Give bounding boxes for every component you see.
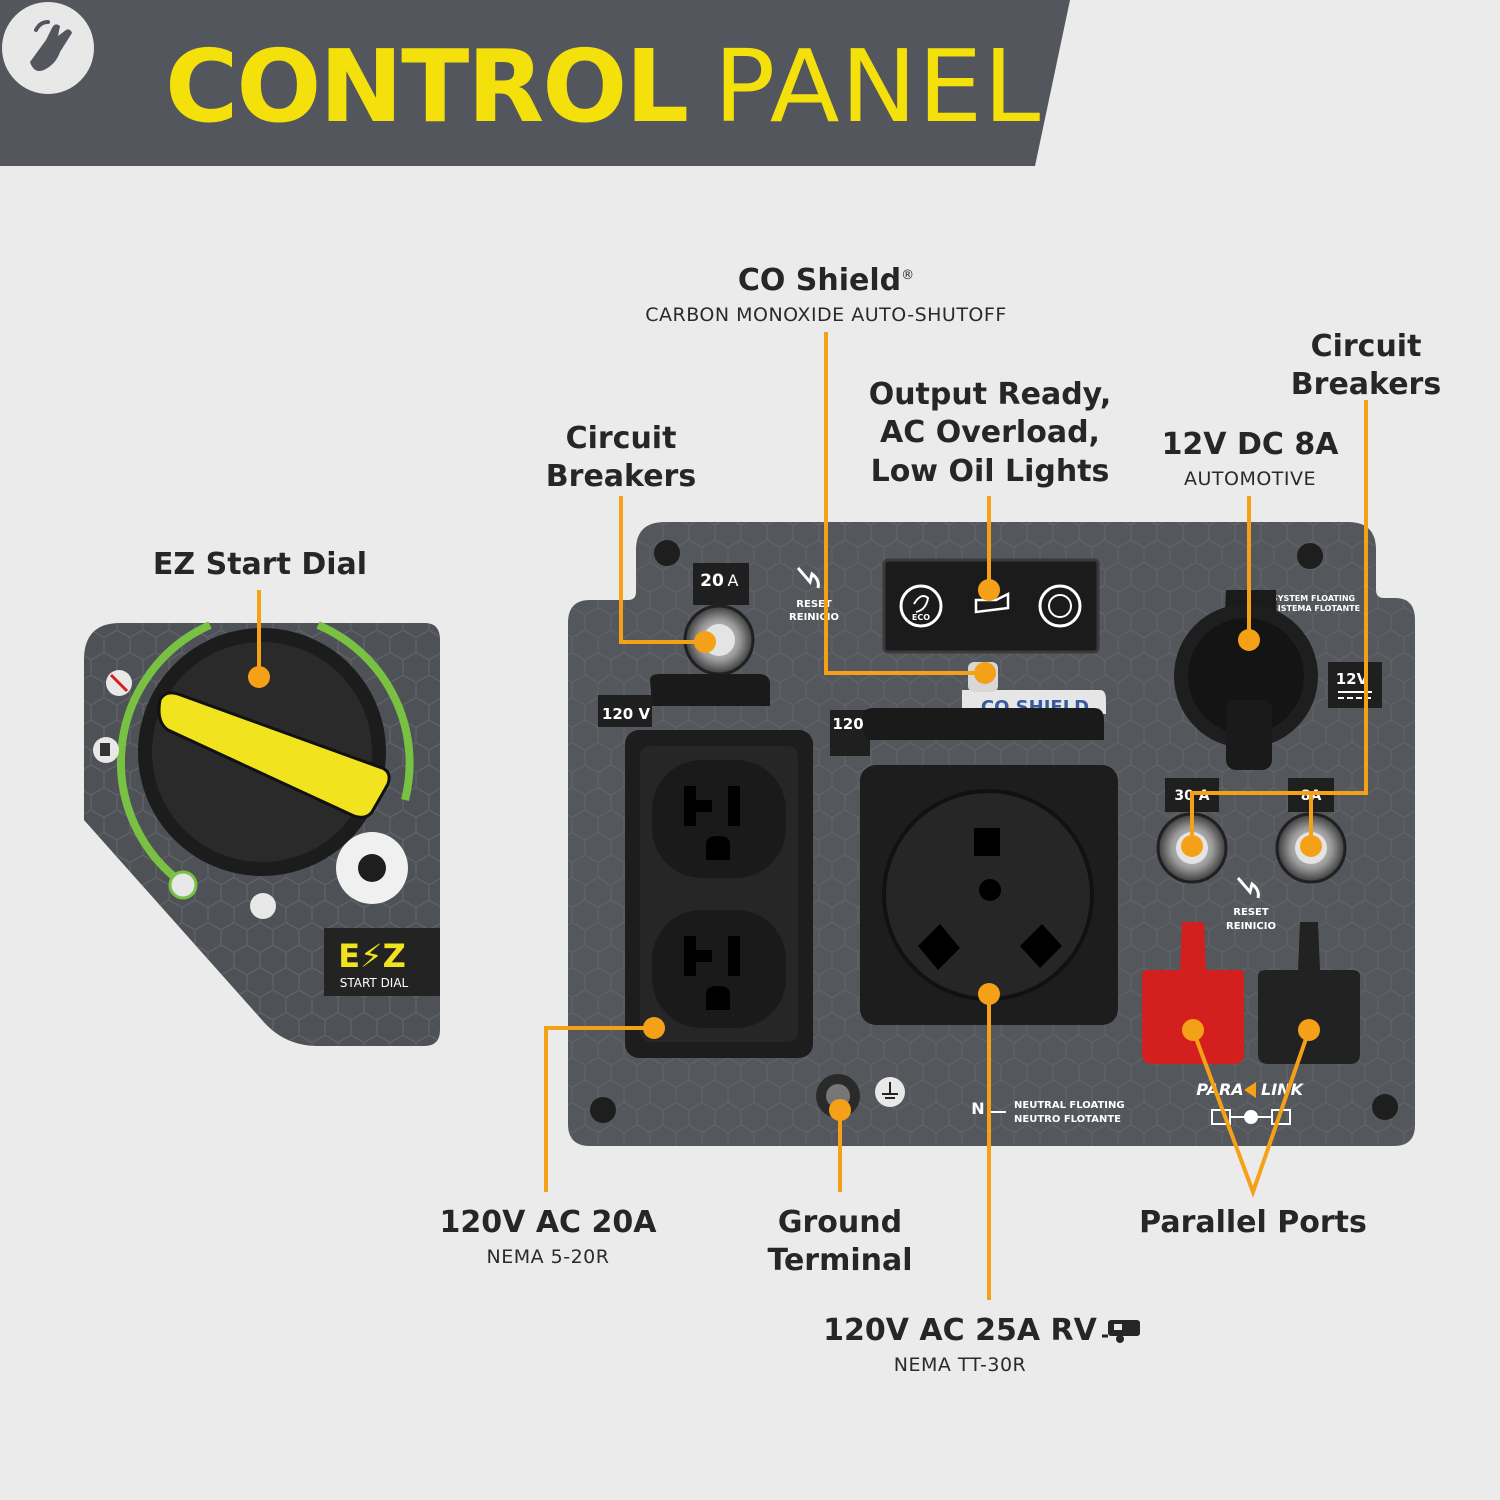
callout-lights-line2: AC Overload, <box>880 415 1100 451</box>
callout-circuit-left-line1: Circuit <box>565 421 677 456</box>
ez-start-panel: E⚡Z START DIAL <box>84 621 440 1046</box>
reset-label-left: RESET <box>796 599 832 610</box>
neutral-floating-label: NEUTRAL FLOATING <box>1014 1100 1125 1111</box>
callout-ground-line1: Ground <box>777 1205 903 1240</box>
callout-lights-line3: Low Oil Lights <box>870 453 1110 489</box>
header-band: CONTROL PANEL <box>0 0 1500 170</box>
callout-rv-sub: NEMA TT-30R <box>893 1354 1027 1377</box>
callout-12v-dc: 12V DC 8A AUTOMOTIVE <box>1140 426 1360 491</box>
neutro-flotante-label: NEUTRO FLOTANTE <box>1014 1114 1121 1125</box>
leader-dots <box>248 579 1322 1121</box>
v120-mid-label: 120 <box>832 715 863 733</box>
rv-camper-icon <box>1102 1320 1140 1343</box>
receptacle-bottom[interactable] <box>652 910 786 1028</box>
callout-ez-start-title: EZ Start Dial <box>152 547 368 582</box>
reset-hand-icon <box>796 567 820 589</box>
callout-co-shield-sub: CARBON MONOXIDE AUTO-SHUTOFF <box>645 304 1007 327</box>
main-panel: 20 A RESET REINICIO ECO CO SHIELD 120 V <box>568 522 1415 1146</box>
reinicio-label-left: REINICIO <box>789 612 839 623</box>
callout-co-shield: CO Shield® CARBON MONOXIDE AUTO-SHUTOFF <box>606 262 1046 327</box>
callout-dc-title: 12V DC 8A <box>1161 427 1339 462</box>
rv-outlet-cover[interactable] <box>862 708 1104 740</box>
start-icon <box>168 870 198 900</box>
neutral-n-mark: N <box>971 1099 984 1118</box>
callout-ez-start-dial: EZ Start Dial <box>140 546 380 584</box>
sistema-flotante-label: SISTEMA FLOTANTE <box>1272 604 1360 613</box>
breaker-20a-label: 20 <box>700 571 724 591</box>
overload-light-icon <box>1038 584 1082 628</box>
page-title: CONTROL PANEL <box>165 28 1042 145</box>
title-light: PANEL <box>713 28 1042 145</box>
dial-handle[interactable] <box>157 691 391 819</box>
run-icon <box>250 893 276 919</box>
callout-ground-line2: Terminal <box>767 1243 913 1279</box>
callout-ac20-sub: NEMA 5-20R <box>486 1246 610 1269</box>
callout-circuit-breakers-right: Circuit Breakers <box>1266 328 1466 405</box>
v12-label: 12V <box>1336 670 1369 688</box>
callout-indicator-lights: Output Ready, AC Overload, Low Oil Light… <box>850 376 1130 491</box>
outlet-cover[interactable] <box>650 674 770 706</box>
callout-circuit-right-line2: Breakers <box>1290 367 1442 403</box>
screw-icon <box>358 854 386 882</box>
callout-120v-20a: 120V AC 20A NEMA 5-20R <box>428 1204 668 1269</box>
hand-touch-icon <box>2 2 94 94</box>
ez-logo-sub: START DIAL <box>340 976 409 990</box>
callout-circuit-right-line1: Circuit <box>1310 329 1422 364</box>
ez-logo-text: E⚡Z <box>338 937 406 975</box>
paralink-right: LINK <box>1261 1080 1305 1099</box>
parallel-port-red[interactable] <box>1142 922 1244 1064</box>
callout-parallel-ports: Parallel Ports <box>1130 1204 1376 1242</box>
screw-icon <box>654 540 680 566</box>
callout-circuit-left-line2: Breakers <box>545 459 697 495</box>
callout-ground-terminal: Ground Terminal <box>740 1204 940 1281</box>
callout-120v-rv: 120V AC 25A RV NEMA TT-30R <box>820 1312 1100 1377</box>
receptacle-top[interactable] <box>652 760 786 878</box>
eco-light-icon <box>899 584 943 628</box>
paralink-arrow-icon <box>1244 1082 1256 1098</box>
title-bold: CONTROL <box>165 28 689 145</box>
v120-left-label: 120 V <box>602 705 651 723</box>
parallel-port-black[interactable] <box>1258 922 1360 1064</box>
callout-ac20-title: 120V AC 20A <box>439 1205 657 1240</box>
reset-hand-icon <box>1236 877 1260 899</box>
callout-circuit-breakers-left: Circuit Breakers <box>521 420 721 497</box>
breaker-20a-unit: A <box>728 571 739 590</box>
callout-co-shield-title: CO Shield <box>737 263 902 298</box>
reinicio-label-right: REINICIO <box>1226 921 1276 932</box>
leader-lines <box>257 332 1368 1300</box>
callout-parallel-title: Parallel Ports <box>1139 1205 1367 1240</box>
screw-icon <box>1372 1094 1398 1120</box>
callout-dc-sub: AUTOMOTIVE <box>1183 468 1317 491</box>
screw-icon <box>590 1097 616 1123</box>
header-background <box>0 0 1070 166</box>
screw-icon <box>1297 543 1323 569</box>
callout-rv-title: 120V AC 25A RV <box>823 1313 1097 1348</box>
ez-logo <box>324 928 440 996</box>
callout-lights-line1: Output Ready, <box>868 377 1112 412</box>
paralink-left: PARA <box>1196 1080 1243 1099</box>
registered-mark: ® <box>901 268 915 283</box>
system-floating-label: SYSTEM FLOATING <box>1272 594 1355 603</box>
reset-label-right: RESET <box>1233 907 1269 918</box>
eco-label: ECO <box>912 613 930 622</box>
